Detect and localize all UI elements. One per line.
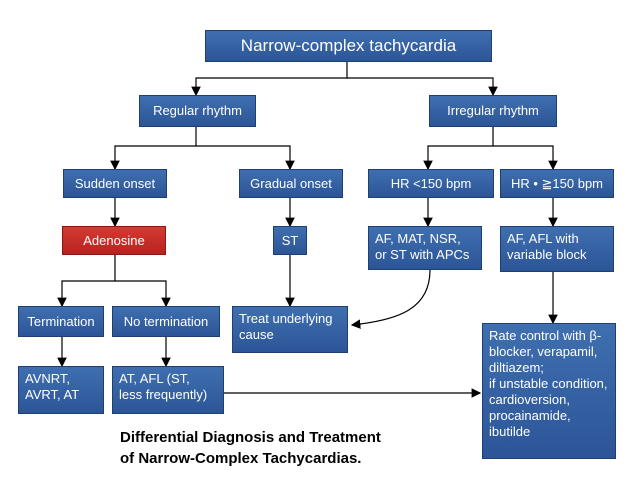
- node-at-afl-st: AT, AFL (ST, less frequently): [112, 366, 224, 414]
- node-gradual-onset: Gradual onset: [239, 169, 343, 198]
- node-hr-under-150: HR <150 bpm: [368, 169, 494, 198]
- node-termination: Termination: [18, 306, 104, 337]
- node-af-mat-nsr: AF, MAT, NSR, or ST with APCs: [368, 226, 482, 270]
- node-irregular-rhythm: Irregular rhythm: [429, 95, 557, 127]
- node-st: ST: [273, 226, 307, 255]
- edge-regular-to-gradual: [196, 145, 295, 171]
- edge-af-mat-to-treat: [350, 269, 431, 329]
- edge-adenosine-to-termination: [57, 255, 116, 308]
- node-af-afl-variable-block: AF, AFL with variable block: [500, 226, 614, 272]
- edge-regular-to-sudden: [110, 127, 197, 171]
- edge-adenosine-to-no-termination: [115, 280, 171, 308]
- node-no-termination: No termination: [112, 306, 220, 337]
- node-treat-underlying-cause: Treat underlying cause: [232, 306, 348, 353]
- node-avnrt-avrt-at: AVNRT, AVRT, AT: [18, 366, 104, 414]
- edge-irregular-to-hr-ge-150: [493, 145, 558, 171]
- node-adenosine: Adenosine: [62, 226, 166, 255]
- edge-root-to-regular: [191, 62, 348, 97]
- node-sudden-onset: Sudden onset: [63, 169, 167, 198]
- edge-irregular-to-hr-lt-150: [423, 127, 494, 171]
- node-narrow-complex-tachycardia: Narrow-complex tachycardia: [205, 30, 492, 62]
- node-hr-150-or-more: HR • ≧150 bpm: [500, 169, 614, 198]
- node-regular-rhythm: Regular rhythm: [139, 95, 256, 127]
- node-rate-control: Rate control with β- blocker, verapamil,…: [482, 323, 616, 459]
- figure-caption: Differential Diagnosis and Treatment of …: [120, 429, 381, 467]
- edge-root-to-irregular: [347, 77, 498, 97]
